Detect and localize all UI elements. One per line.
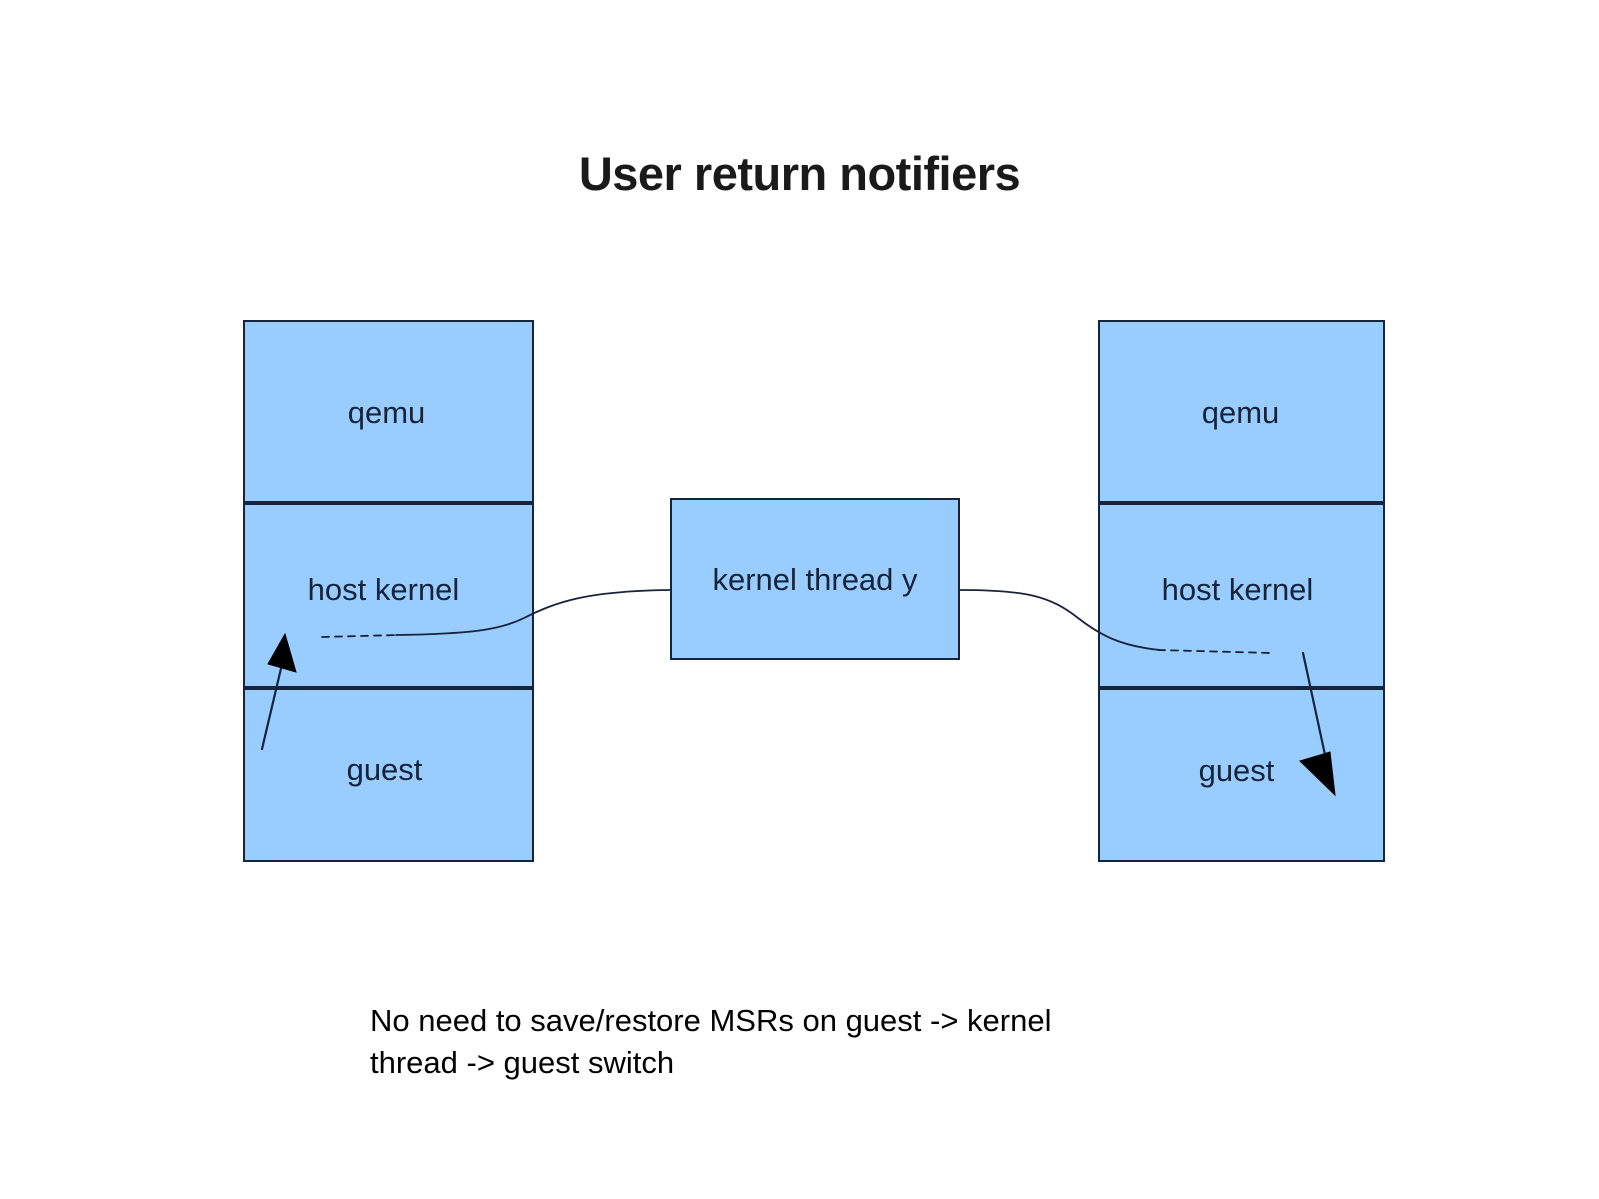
kernel-thread-box-label: kernel thread y: [712, 561, 918, 597]
caption-line-2: thread -> guest switch: [370, 1044, 675, 1080]
right-box-qemu[interactable]: qemu: [1098, 320, 1385, 503]
right-process-stack: qemu host kernel guest: [1098, 320, 1385, 862]
left-box-host-kernel-label: host kernel: [307, 572, 460, 607]
left-box-qemu[interactable]: qemu: [243, 320, 534, 503]
caption-block: No need to save/restore MSRs on guest ->…: [370, 1000, 1190, 1084]
right-box-host-kernel-label: host kernel: [1161, 572, 1314, 607]
left-process-stack: qemu host kernel guest: [243, 320, 534, 862]
kernel-thread-box[interactable]: kernel thread y: [670, 498, 960, 660]
page-title: User return notifiers: [578, 147, 1021, 200]
left-box-host-kernel[interactable]: host kernel: [243, 503, 534, 688]
left-box-guest-label: guest: [346, 751, 423, 787]
left-box-guest[interactable]: guest: [243, 688, 534, 862]
right-box-guest-label: guest: [1198, 752, 1275, 788]
caption-line-1: No need to save/restore MSRs on guest ->…: [370, 1003, 1052, 1038]
right-box-qemu-label: qemu: [1201, 395, 1280, 430]
right-box-guest[interactable]: guest: [1098, 688, 1385, 862]
right-box-host-kernel[interactable]: host kernel: [1098, 503, 1385, 688]
left-box-qemu-label: qemu: [347, 395, 426, 430]
